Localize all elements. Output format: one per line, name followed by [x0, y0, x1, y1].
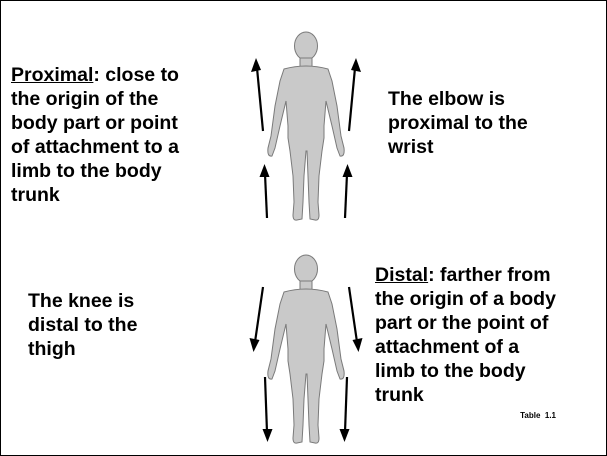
table-reference: Table 1.1: [520, 411, 556, 420]
distal-definition: Distal: farther from the origin of a bod…: [375, 263, 556, 407]
distal-definition-line-6: trunk: [375, 383, 556, 407]
proximal-example-line-3: wrist: [388, 135, 528, 159]
human-silhouette: [268, 255, 344, 443]
proximal-definition-line-2: the origin of the: [11, 87, 179, 111]
proximal-definition-line-1: Proximal: close to: [11, 63, 179, 87]
distal-example-line-3: thigh: [28, 337, 137, 361]
proximal-example-line-1: The elbow is: [388, 87, 528, 111]
distal-example-line-2: distal to the: [28, 313, 137, 337]
proximal-example: The elbow is proximal to the wrist: [388, 87, 528, 159]
human-silhouette: [268, 32, 344, 220]
distal-definition-line-1: Distal: farther from: [375, 263, 556, 287]
distal-body-figure: [246, 249, 366, 451]
distal-example: The knee is distal to the thigh: [28, 289, 137, 361]
proximal-definition-line-3: body part or point: [11, 111, 179, 135]
distal-definition-line-3: part or the point of: [375, 311, 556, 335]
proximal-definition-line-5: limb to the body: [11, 159, 179, 183]
proximal-example-line-2: proximal to the: [388, 111, 528, 135]
distal-definition-line-2: the origin of a body: [375, 287, 556, 311]
proximal-definition: Proximal: close to the origin of the bod…: [11, 63, 179, 207]
proximal-term: Proximal: [11, 64, 93, 86]
distal-example-line-1: The knee is: [28, 289, 137, 313]
distal-term: Distal: [375, 264, 428, 286]
distal-definition-line-5: limb to the body: [375, 359, 556, 383]
proximal-body-svg: [246, 26, 366, 228]
distal-definition-line-4: attachment of a: [375, 335, 556, 359]
proximal-definition-line-6: trunk: [11, 183, 179, 207]
distal-body-svg: [246, 249, 366, 451]
proximal-body-figure: [246, 26, 366, 228]
proximal-definition-line-4: of attachment to a: [11, 135, 179, 159]
